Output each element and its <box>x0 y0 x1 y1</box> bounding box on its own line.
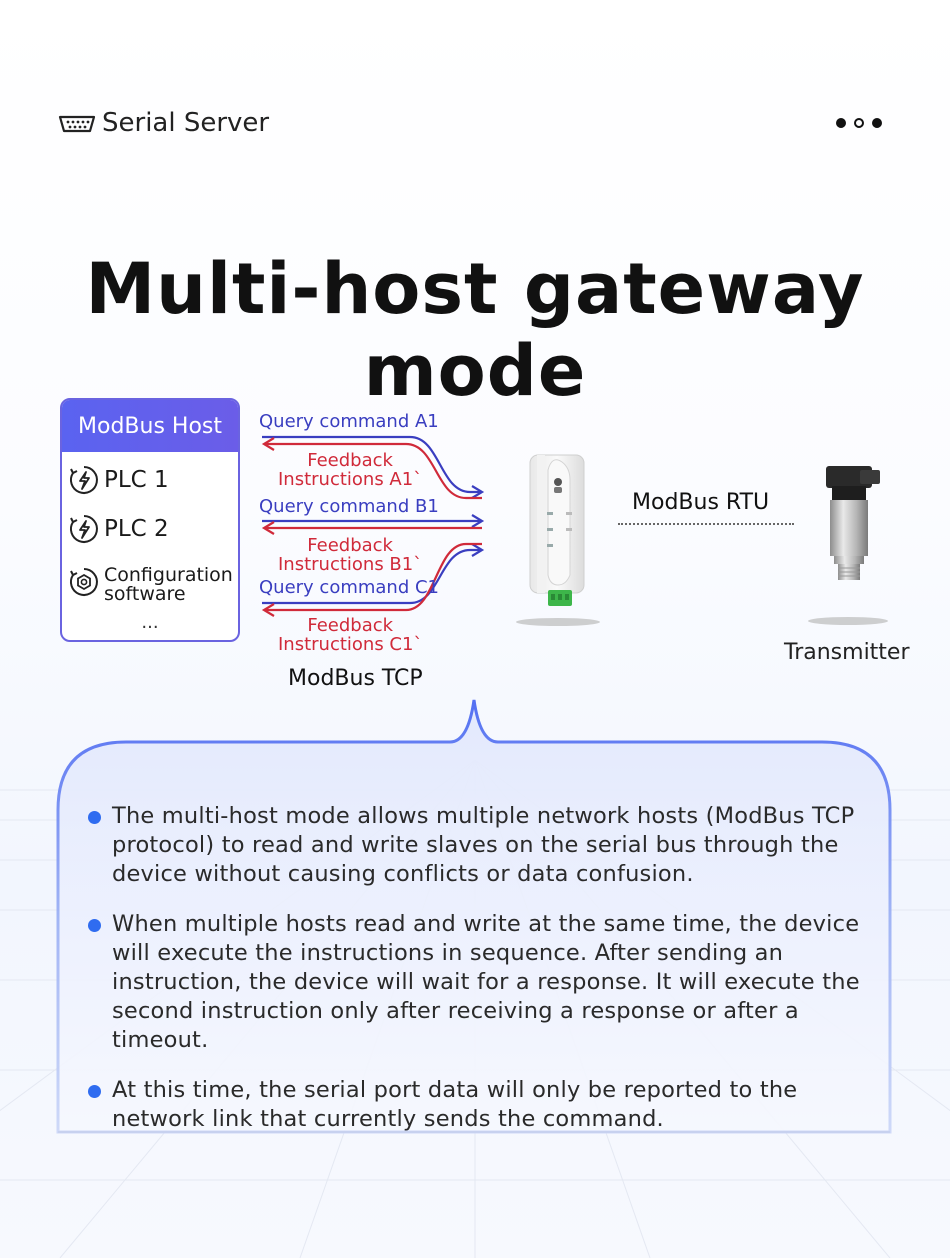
transmitter-label: Transmitter <box>784 640 910 665</box>
list-item: The multi-host mode allows multiple netw… <box>86 802 886 889</box>
plc-icon <box>70 466 98 494</box>
query-label-a1: Query command A1 <box>259 411 439 432</box>
host-item-plc-2: PLC 2 <box>68 513 169 545</box>
feedback-label-a1: Feedback Instructions A1` <box>278 451 422 489</box>
query-label-b1: Query command B1 <box>259 496 439 517</box>
list-item: At this time, the serial port data will … <box>86 1076 886 1134</box>
feedback-line: Instructions A1` <box>278 469 423 490</box>
host-item-label: PLC 1 <box>104 467 169 493</box>
software-icon <box>70 568 98 596</box>
feedback-label-c1: Feedback Instructions C1` <box>278 616 422 654</box>
feedback-line: Instructions B1` <box>278 554 423 575</box>
feedback-line: Feedback <box>307 615 394 636</box>
list-item-text: When multiple hosts read and write at th… <box>112 911 860 1053</box>
serial-port-icon <box>58 115 96 133</box>
plc-icon <box>70 515 98 543</box>
list-item-text: The multi-host mode allows multiple netw… <box>112 803 855 887</box>
modbus-tcp-label: ModBus TCP <box>288 666 423 691</box>
query-label-c1: Query command C1 <box>259 577 440 598</box>
serial-server-device <box>516 454 600 626</box>
bullet-dot <box>88 811 101 824</box>
host-title: ModBus Host <box>62 400 238 452</box>
feedback-line: Feedback <box>307 535 393 556</box>
host-more: ... <box>141 612 159 633</box>
modbus-host-box: ModBus Host PLC 1 PLC 2 Configuration so… <box>60 398 240 642</box>
feedback-arrows <box>261 437 482 617</box>
host-item-label: PLC 2 <box>104 516 169 542</box>
serial-port-icon-slot <box>58 114 94 132</box>
list-item: When multiple hosts read and write at th… <box>86 910 886 1055</box>
feedback-label-b1: Feedback Instructions B1` <box>278 536 422 574</box>
description-list: The multi-host mode allows multiple netw… <box>86 802 886 1155</box>
host-item-plc-1: PLC 1 <box>68 464 169 496</box>
feedback-line: Instructions C1` <box>278 634 423 655</box>
config-label-line2: software <box>104 583 186 605</box>
pager-dots <box>836 118 882 128</box>
config-label-line1: Configuration <box>104 564 233 586</box>
header-title: Serial Server <box>102 108 270 138</box>
bullet-dot <box>88 1085 101 1098</box>
host-item-config-software: Configuration software <box>68 566 233 604</box>
pager-dot <box>836 118 846 128</box>
host-item-label: Configuration software <box>104 566 233 604</box>
info-panel <box>56 699 892 1134</box>
bullet-dot <box>88 919 101 932</box>
list-item-text: At this time, the serial port data will … <box>112 1077 798 1132</box>
pager-dot <box>872 118 882 128</box>
page-title: Multi-host gateway mode <box>85 248 865 412</box>
pager-dot <box>854 118 864 128</box>
query-arrows <box>262 435 485 605</box>
modbus-rtu-label: ModBus RTU <box>632 490 770 515</box>
feedback-line: Feedback <box>307 450 393 471</box>
rtu-link-line <box>618 523 794 525</box>
transmitter-image <box>808 466 888 625</box>
header: Serial Server <box>58 108 269 138</box>
